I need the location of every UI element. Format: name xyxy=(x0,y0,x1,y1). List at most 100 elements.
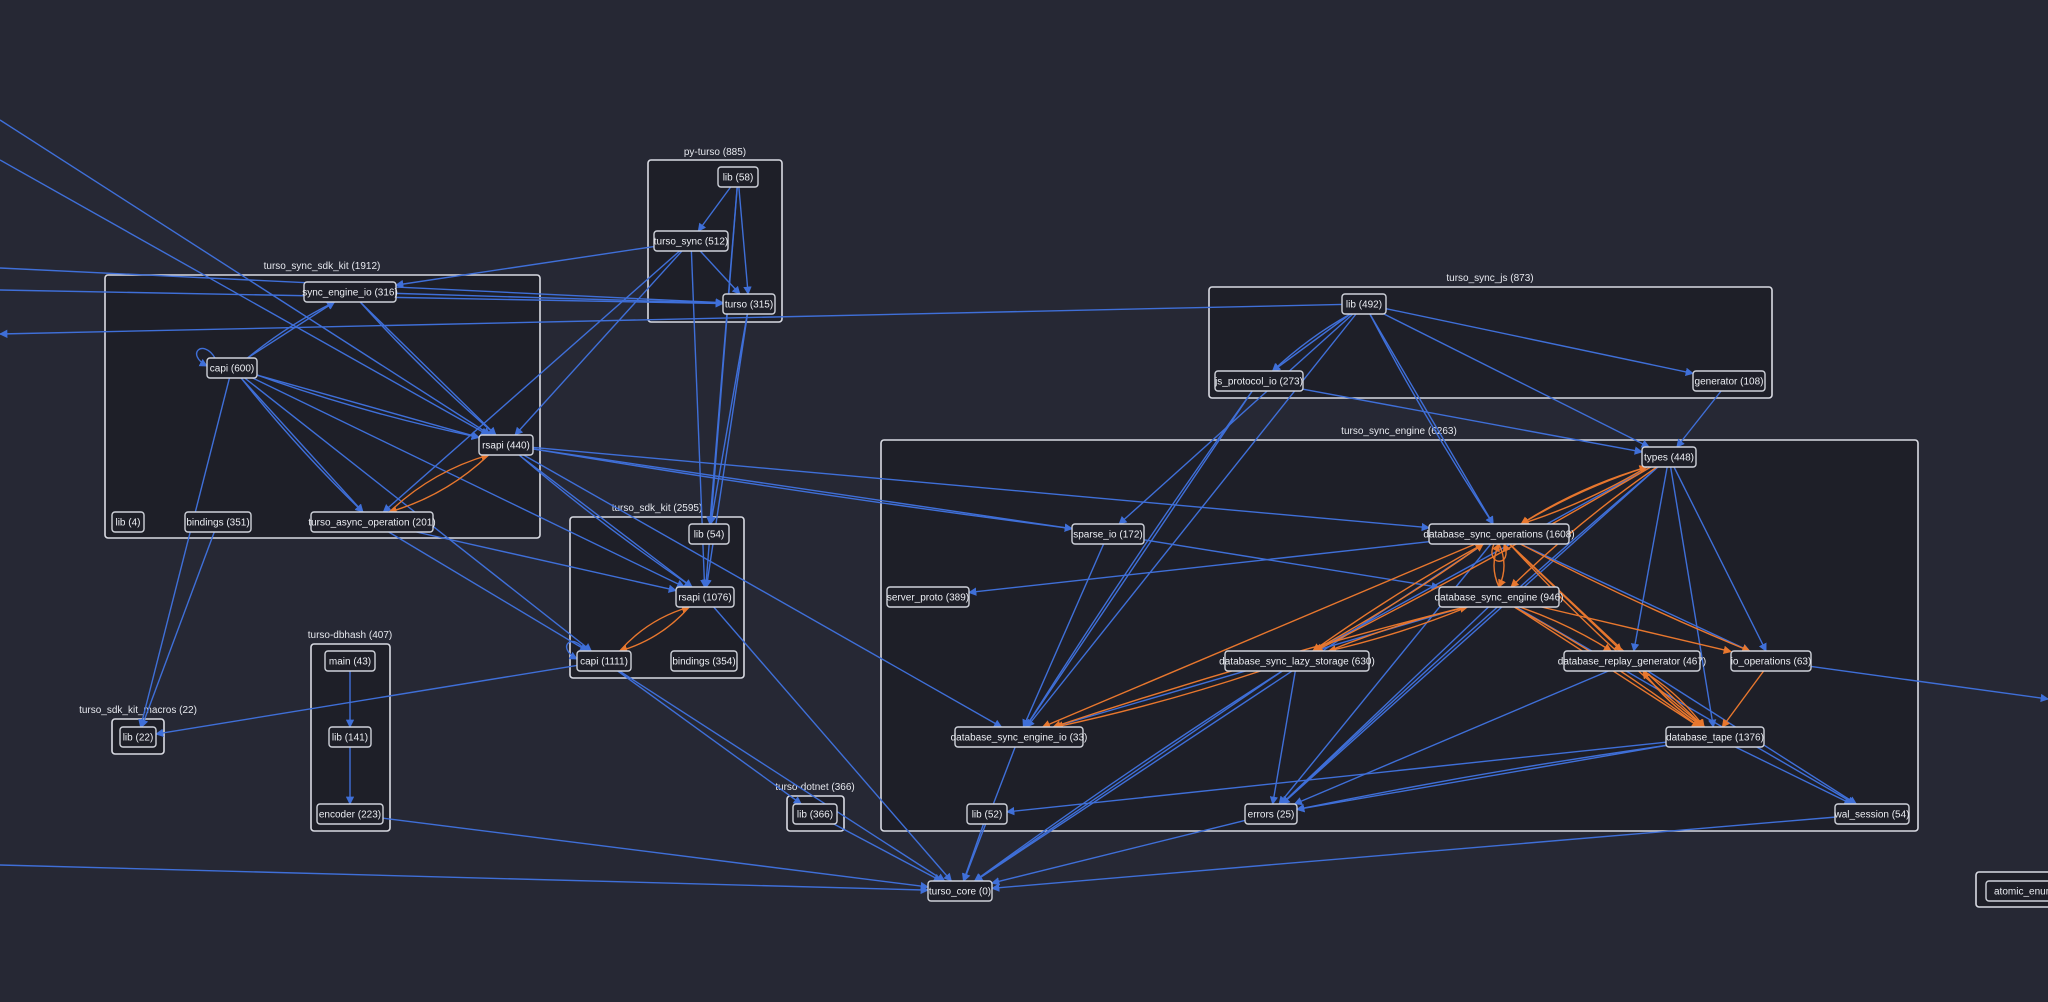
node-label: server_proto (389) xyxy=(887,593,969,604)
node-e-engine-io[interactable]: database_sync_engine_io (33) xyxy=(951,726,1088,748)
node-turso-core[interactable]: turso_core (0) xyxy=(927,880,993,902)
dependency-edge xyxy=(1295,744,1667,813)
dependency-edge xyxy=(532,446,1431,532)
node-js-lib[interactable]: lib (492) xyxy=(1341,293,1387,315)
dependency-edge xyxy=(256,374,481,440)
node-e-errors[interactable]: errors (25) xyxy=(1244,803,1298,825)
dependency-edge xyxy=(388,531,589,652)
node-box xyxy=(688,523,730,545)
node-ssk-async-op[interactable]: turso_async_operation (201) xyxy=(308,511,436,533)
dependency-edge xyxy=(990,816,1836,892)
node-label: turso_async_operation (201) xyxy=(308,518,435,529)
node-box xyxy=(324,650,376,672)
dependency-edge xyxy=(1735,746,1853,805)
node-label: database_sync_operations (1608) xyxy=(1423,530,1574,541)
node-box xyxy=(1985,880,2048,902)
node-dn-lib[interactable]: lib (366) xyxy=(792,803,838,825)
node-js-protocol-io[interactable]: js_protocol_io (273) xyxy=(1214,370,1304,392)
node-e-db-tape[interactable]: database_tape (1376) xyxy=(1665,726,1765,748)
node-sk-capi[interactable]: capi (1111) xyxy=(576,650,632,672)
dependency-edge xyxy=(1673,466,1767,652)
node-e-io-ops[interactable]: io_operations (63) xyxy=(1730,650,1812,672)
node-box xyxy=(1341,293,1387,315)
node-box xyxy=(670,650,738,672)
node-box xyxy=(1563,650,1701,672)
node-py-turso[interactable]: turso (315) xyxy=(722,293,776,315)
node-e-types[interactable]: types (448) xyxy=(1641,446,1697,468)
dependency-edge xyxy=(713,606,953,882)
cluster-label: py-turso (885) xyxy=(684,147,746,158)
cycle-edge xyxy=(1509,543,1706,728)
node-label: turso_sync (512) xyxy=(654,237,728,248)
node-sk-lib[interactable]: lib (54) xyxy=(688,523,730,545)
dependency-edge xyxy=(1025,390,1253,728)
dependency-edge xyxy=(1383,313,1651,448)
dependency-edge xyxy=(961,823,985,882)
node-label: lib (52) xyxy=(972,810,1003,821)
dependency-edge xyxy=(416,531,678,593)
cycle-edge xyxy=(1312,543,1484,652)
node-e-server-proto[interactable]: server_proto (389) xyxy=(886,586,970,608)
dependency-edge xyxy=(1269,670,1296,806)
node-e-db-sync-ops[interactable]: database_sync_operations (1608) xyxy=(1423,523,1575,545)
node-py-lib[interactable]: lib (58) xyxy=(717,166,759,188)
dependency-edge xyxy=(1025,390,1253,728)
dependency-edge xyxy=(394,245,655,289)
node-sk-rsapi[interactable]: rsapi (1076) xyxy=(675,586,735,608)
node-box xyxy=(792,803,838,825)
node-box xyxy=(675,586,735,608)
node-e-wal-session[interactable]: wal_session (54) xyxy=(1833,803,1910,825)
node-e-sparse-io[interactable]: sparse_io (172) xyxy=(1071,523,1145,545)
node-py-turso-sync[interactable]: turso_sync (512) xyxy=(653,230,729,252)
node-atomic-enum[interactable]: atomic_enum (2 xyxy=(1985,880,2048,902)
node-ssk-capi[interactable]: capi (600) xyxy=(206,357,258,379)
node-label: database_sync_lazy_storage (630) xyxy=(1219,657,1375,668)
node-box xyxy=(206,357,258,379)
node-ssk-bindings[interactable]: bindings (351) xyxy=(184,511,252,533)
dependency-edge xyxy=(1520,543,1751,652)
node-label: errors (25) xyxy=(1248,810,1295,821)
node-mac-lib[interactable]: lib (22) xyxy=(119,726,157,748)
dependency-edge xyxy=(140,531,215,728)
node-ssk-rsapi[interactable]: rsapi (440) xyxy=(478,434,534,456)
dependency-edge xyxy=(0,864,930,895)
node-dbh-main[interactable]: main (43) xyxy=(324,650,376,672)
node-box xyxy=(1244,803,1298,825)
dependency-edge xyxy=(1143,539,1441,591)
dependency-edge xyxy=(0,119,492,436)
node-box xyxy=(722,293,776,315)
dependency-edge xyxy=(1271,313,1351,372)
cluster-label: turso_sync_engine (6263) xyxy=(1341,426,1457,437)
node-e-db-sync-engine[interactable]: database_sync_engine (946) xyxy=(1435,586,1564,608)
dependency-edge xyxy=(1026,313,1357,728)
node-e-replay-gen[interactable]: database_replay_generator (467) xyxy=(1558,650,1706,672)
dependency-edge xyxy=(1281,466,1659,805)
cycle-edge xyxy=(388,454,490,514)
node-label: capi (1111) xyxy=(580,657,628,668)
node-box xyxy=(927,880,993,902)
cluster-label: turso_sdk_kit (2595) xyxy=(612,503,703,514)
cycle-edge xyxy=(1041,543,1476,729)
node-box xyxy=(184,511,252,533)
node-ssk-sync-engine-io[interactable]: sync_engine_io (316) xyxy=(302,281,398,303)
node-dbh-encoder[interactable]: encoder (223) xyxy=(316,803,384,825)
node-box xyxy=(576,650,632,672)
node-label: lib (58) xyxy=(723,173,754,184)
node-sk-bindings[interactable]: bindings (354) xyxy=(670,650,738,672)
dependency-edge xyxy=(518,454,693,588)
node-box xyxy=(1428,523,1570,545)
node-box xyxy=(954,726,1084,748)
node-e-lib[interactable]: lib (52) xyxy=(966,803,1008,825)
node-box xyxy=(653,230,729,252)
node-box xyxy=(886,586,970,608)
node-e-lazy-storage[interactable]: database_sync_lazy_storage (630) xyxy=(1219,650,1375,672)
dependency-edge xyxy=(532,448,1074,532)
node-ssk-lib[interactable]: lib (4) xyxy=(111,511,145,533)
node-label: rsapi (440) xyxy=(482,441,530,452)
cycle-edge xyxy=(619,605,691,652)
node-js-generator[interactable]: generator (108) xyxy=(1692,370,1766,392)
dependency-edge xyxy=(1022,543,1105,728)
cluster-turso-sdk-kit: turso_sdk_kit (2595) xyxy=(569,503,745,679)
node-dbh-lib[interactable]: lib (141) xyxy=(328,726,372,748)
node-label: types (448) xyxy=(1644,453,1694,464)
